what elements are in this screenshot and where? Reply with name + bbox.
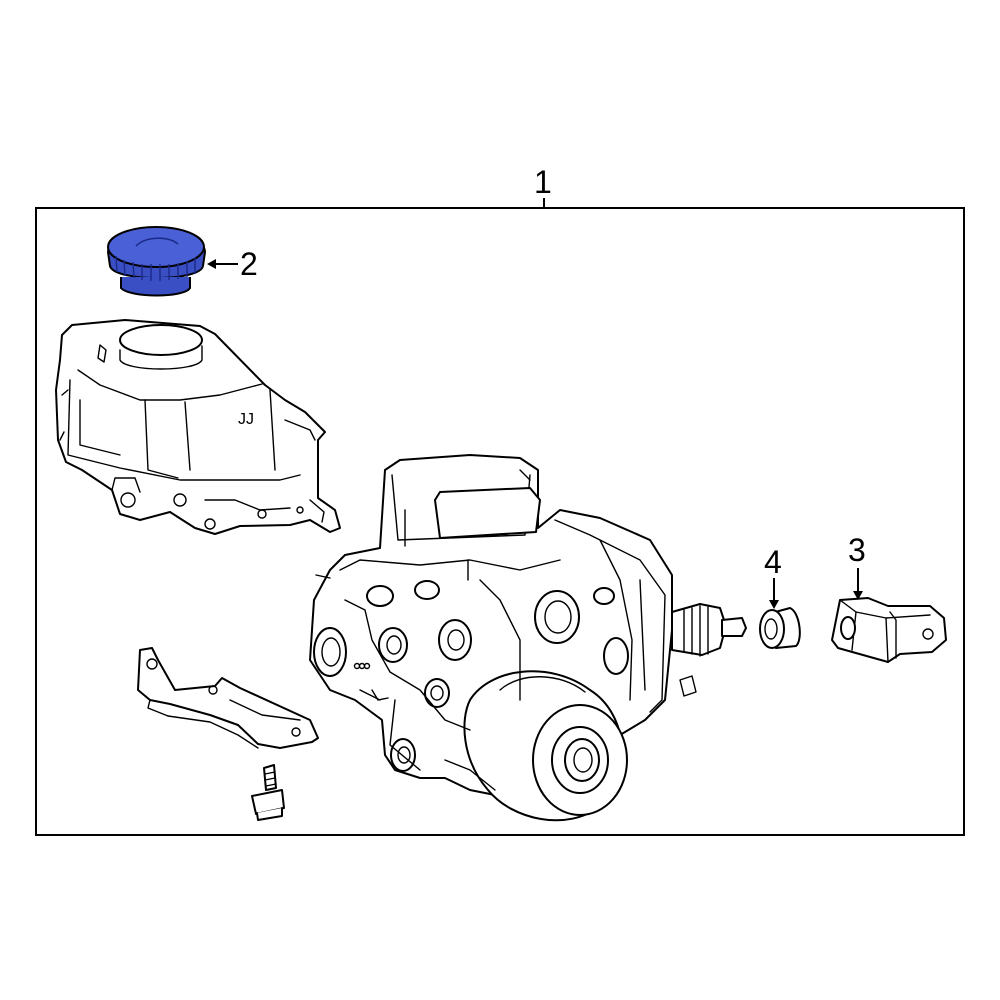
callout-4-arrow bbox=[769, 578, 779, 609]
sensor-bracket bbox=[831, 597, 947, 663]
mounting-bracket bbox=[137, 647, 319, 749]
reservoir-cap[interactable] bbox=[106, 226, 207, 297]
brake-fluid-reservoir: JJ bbox=[55, 319, 341, 535]
callout-2-arrow bbox=[207, 259, 238, 269]
callout-4-label[interactable]: 4 bbox=[764, 544, 782, 580]
brake-booster-abs-unit bbox=[309, 454, 747, 822]
motor-end-cap bbox=[463, 670, 628, 822]
callout-2-label[interactable]: 2 bbox=[240, 246, 258, 282]
callout-3-label[interactable]: 3 bbox=[848, 532, 866, 568]
mounting-bolt bbox=[251, 764, 285, 821]
callout-3-arrow bbox=[853, 568, 863, 600]
callout-1-label: 1 bbox=[534, 164, 552, 200]
pushrod bbox=[671, 603, 747, 697]
assembly-frame bbox=[35, 198, 965, 836]
grommet bbox=[759, 607, 801, 649]
svg-text:JJ: JJ bbox=[238, 411, 254, 428]
